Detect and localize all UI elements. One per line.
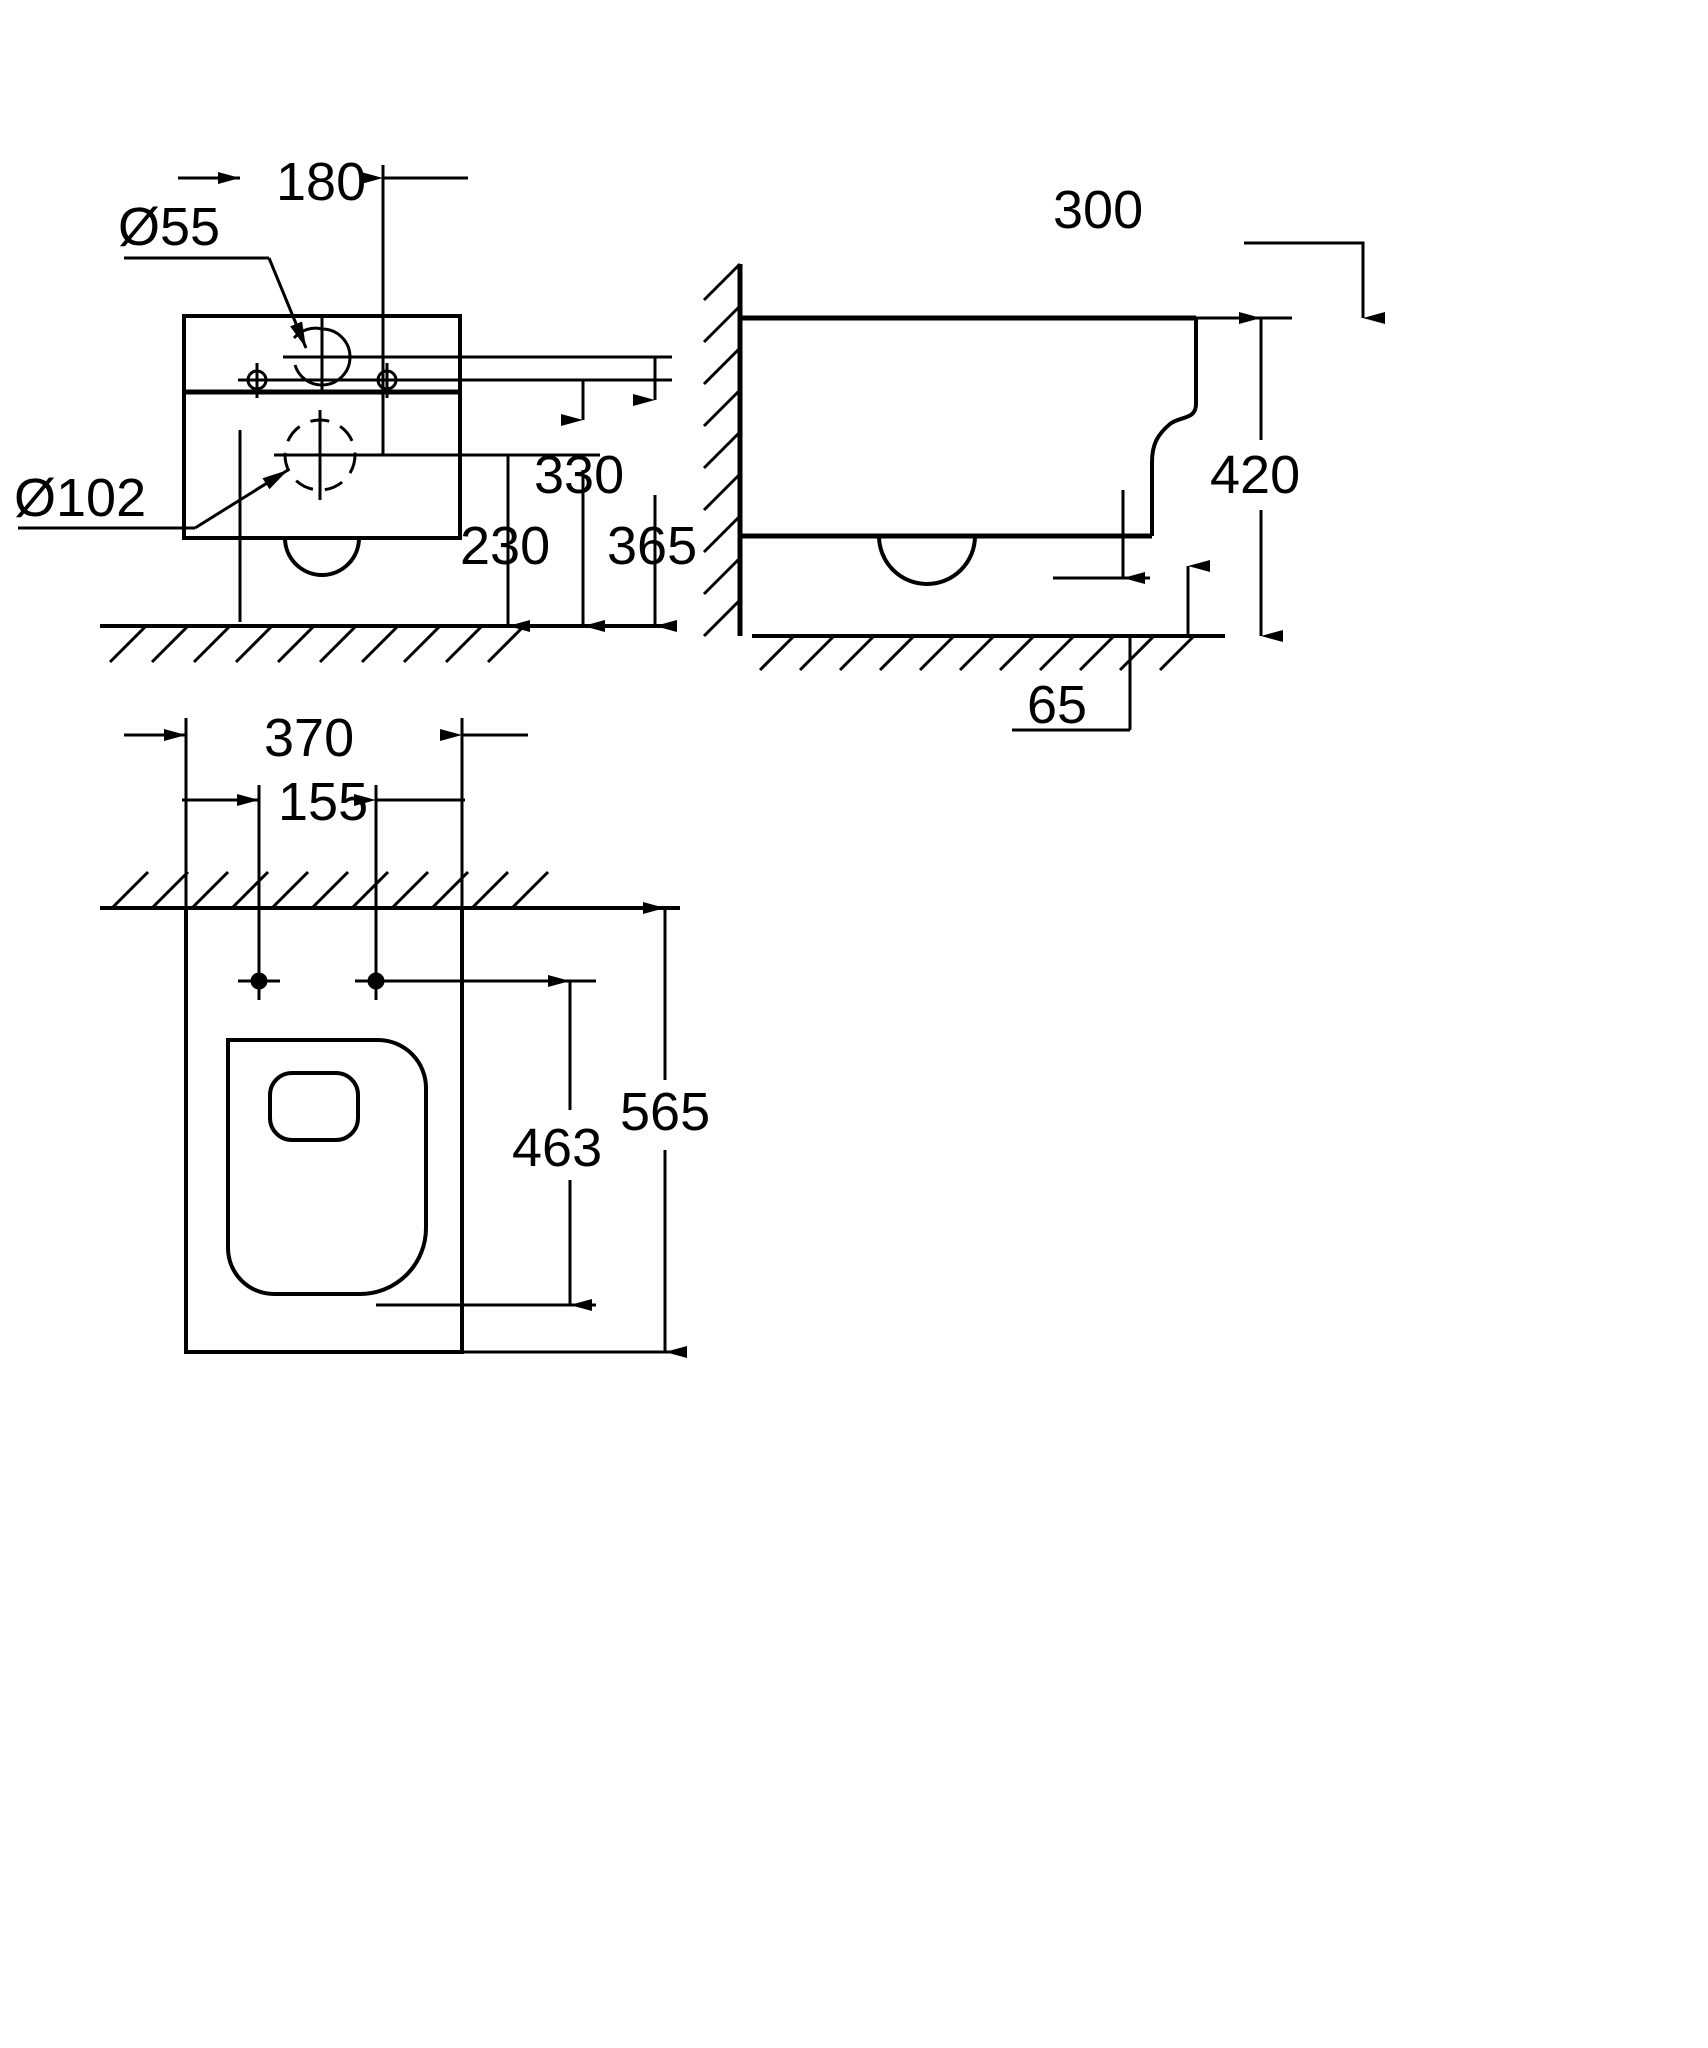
dimension-label-370: 370: [264, 708, 354, 768]
dimension-label-565: 565: [620, 1082, 710, 1142]
dimension-label-330: 330: [534, 445, 624, 505]
view-front-elevation: 180 Ø55 Ø102: [14, 152, 697, 664]
dimension-front-365: 365: [607, 357, 697, 632]
dimension-label-65: 65: [1027, 675, 1087, 735]
side-ground-line: [752, 634, 1225, 672]
view-side-elevation: 300 420 65: [702, 180, 1385, 735]
dimension-label-d102: Ø102: [14, 468, 146, 528]
front-projection-lines: [257, 355, 672, 457]
dimension-front-230: 230: [460, 455, 550, 632]
side-wall: [702, 262, 743, 638]
dimension-plan-463: 463: [512, 975, 602, 1311]
front-extension-lines: [238, 165, 385, 622]
dimension-front-180: 180: [178, 152, 468, 212]
dimension-front-330: 330: [534, 380, 624, 632]
dimension-label-155: 155: [278, 772, 368, 832]
dimension-front-d55: Ø55: [118, 197, 308, 349]
dimension-label-180: 180: [276, 152, 366, 212]
dimension-label-420: 420: [1210, 445, 1300, 505]
dimension-side-420: 420: [1210, 312, 1300, 642]
dimension-label-463: 463: [512, 1118, 602, 1178]
side-pan-outline: [740, 315, 1198, 586]
dimension-side-65: 65: [1012, 490, 1210, 735]
dimension-label-300: 300: [1053, 180, 1143, 240]
dimension-front-d102: Ø102: [14, 468, 289, 530]
dimension-plan-155: 155: [182, 772, 465, 832]
dimension-side-300: 300: [1053, 180, 1385, 324]
dimension-label-d55: Ø55: [118, 197, 220, 257]
dimension-plan-370: 370: [124, 708, 528, 768]
view-plan: 370 155: [100, 708, 710, 1358]
dimension-label-230: 230: [460, 516, 550, 576]
front-ground-line: [100, 624, 672, 664]
dimension-label-365: 365: [607, 516, 697, 576]
dimension-plan-565: 565: [620, 902, 710, 1358]
